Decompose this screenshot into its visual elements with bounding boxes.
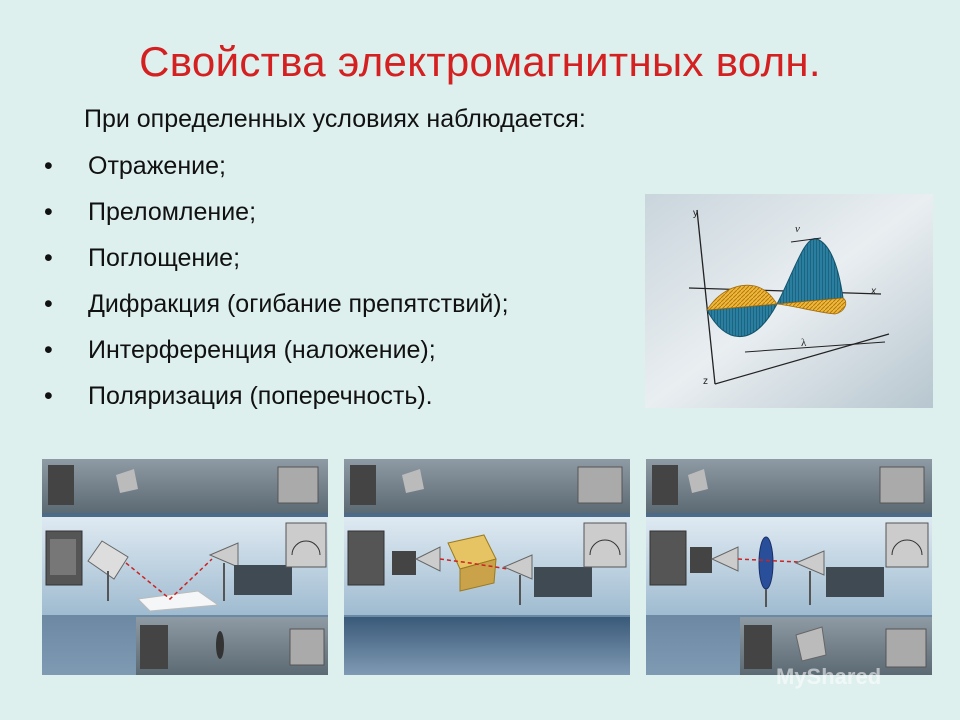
properties-list: • Отражение; • Преломление; • Поглощение; •… (44, 148, 509, 424)
list-item: • Интерференция (наложение); (44, 332, 509, 378)
list-item-text: Интерференция (наложение); (88, 336, 436, 364)
bullet-icon: • (44, 152, 53, 180)
bullet-icon: • (44, 382, 53, 410)
em-wave-svg: y x z v λ (645, 194, 933, 408)
y-axis-line (696, 209, 716, 385)
polarization-illustration (646, 459, 932, 675)
watermark-logo: MyShared (776, 664, 882, 689)
magnetic-field-wave-2 (776, 297, 847, 315)
lab-panel-refraction (344, 459, 630, 675)
z-axis-label: z (703, 376, 708, 387)
list-item-text: Поглощение; (88, 244, 241, 272)
list-item: • Дифракция (огибание препятствий); (44, 286, 509, 332)
em-wave-diagram: y x z v λ (645, 194, 933, 408)
list-item-text: Отражение; (88, 152, 226, 180)
z-axis-line (714, 333, 890, 385)
list-item: • Отражение; (44, 148, 509, 194)
electric-field-wave (706, 238, 844, 337)
bullet-icon: • (44, 290, 53, 318)
velocity-arrow (790, 237, 822, 243)
lab-panel-reflection (42, 459, 328, 675)
list-item: • Поглощение; (44, 240, 509, 286)
bullet-icon: • (44, 198, 53, 226)
list-item: • Поляризация (поперечность). (44, 378, 509, 424)
bullet-icon: • (44, 244, 53, 272)
magnetic-field-wave-1 (706, 284, 778, 311)
velocity-label: v (795, 223, 800, 235)
y-axis-label: y (693, 208, 698, 219)
x-axis-label: x (870, 286, 877, 297)
list-item-text: Поляризация (поперечность). (88, 382, 433, 410)
slide-title: Свойства электромагнитных волн. (139, 38, 821, 85)
lab-panel-polarization (646, 459, 932, 675)
wavelength-label: λ (801, 337, 807, 349)
refraction-illustration (344, 459, 630, 675)
bullet-icon: • (44, 336, 53, 364)
intro-text: При определенных условиях наблюдается: (84, 105, 586, 133)
list-item-text: Преломление; (88, 198, 257, 226)
list-item-text: Дифракция (огибание препятствий); (88, 290, 509, 318)
wavelength-arrow (744, 341, 886, 353)
reflection-illustration (42, 459, 328, 675)
list-item: • Преломление; (44, 194, 509, 240)
